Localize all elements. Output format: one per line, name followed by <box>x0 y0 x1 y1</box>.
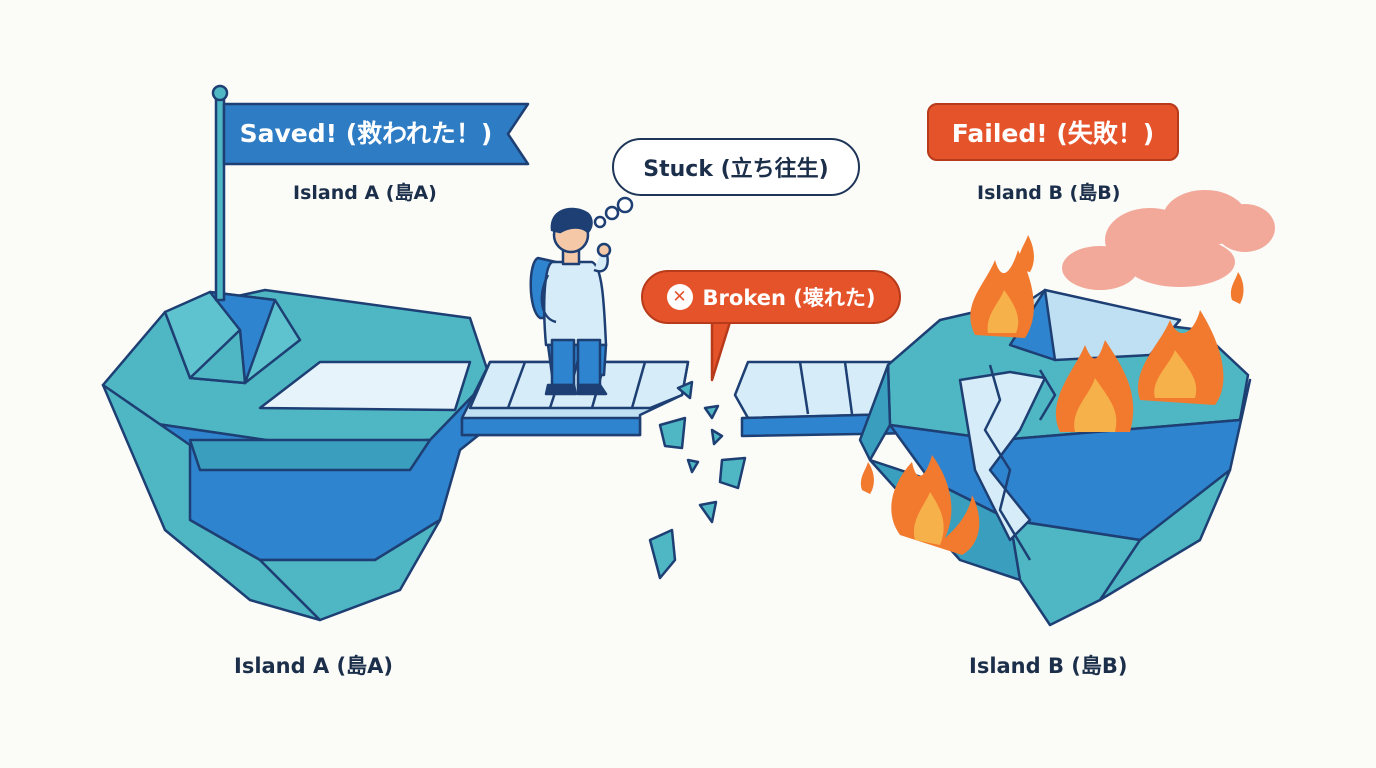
thought-dots <box>593 196 634 229</box>
island-a-top-label: Island A (島A) <box>293 182 437 204</box>
saved-flag <box>211 84 530 302</box>
stuck-thought-text: Stuck (立ち往生) <box>643 157 829 182</box>
stuck-thought-bubble: Stuck (立ち往生) <box>612 138 860 196</box>
stuck-traveler <box>529 207 612 396</box>
island-b-bottom-label: Island B (島B) <box>969 654 1128 678</box>
bridge-debris <box>648 380 747 580</box>
saved-flag-label: Saved! (救われた！) <box>239 119 493 148</box>
fire-flames <box>860 235 1244 555</box>
failed-badge: Failed! (失敗！) <box>927 103 1179 161</box>
broken-status-bubble: ✕ Broken (壊れた) <box>641 270 901 324</box>
island-a-bottom-label: Island A (島A) <box>234 654 393 678</box>
smoke-cloud <box>1062 190 1275 290</box>
island-b <box>858 288 1252 627</box>
broken-status-text: Broken (壊れた) <box>702 286 876 310</box>
island-a <box>101 288 512 622</box>
x-circle-icon: ✕ <box>666 284 693 310</box>
island-b-top-label: Island B (島B) <box>977 182 1121 204</box>
broken-bubble-tail <box>710 320 732 382</box>
failed-badge-text: Failed! (失敗！) <box>951 119 1155 148</box>
